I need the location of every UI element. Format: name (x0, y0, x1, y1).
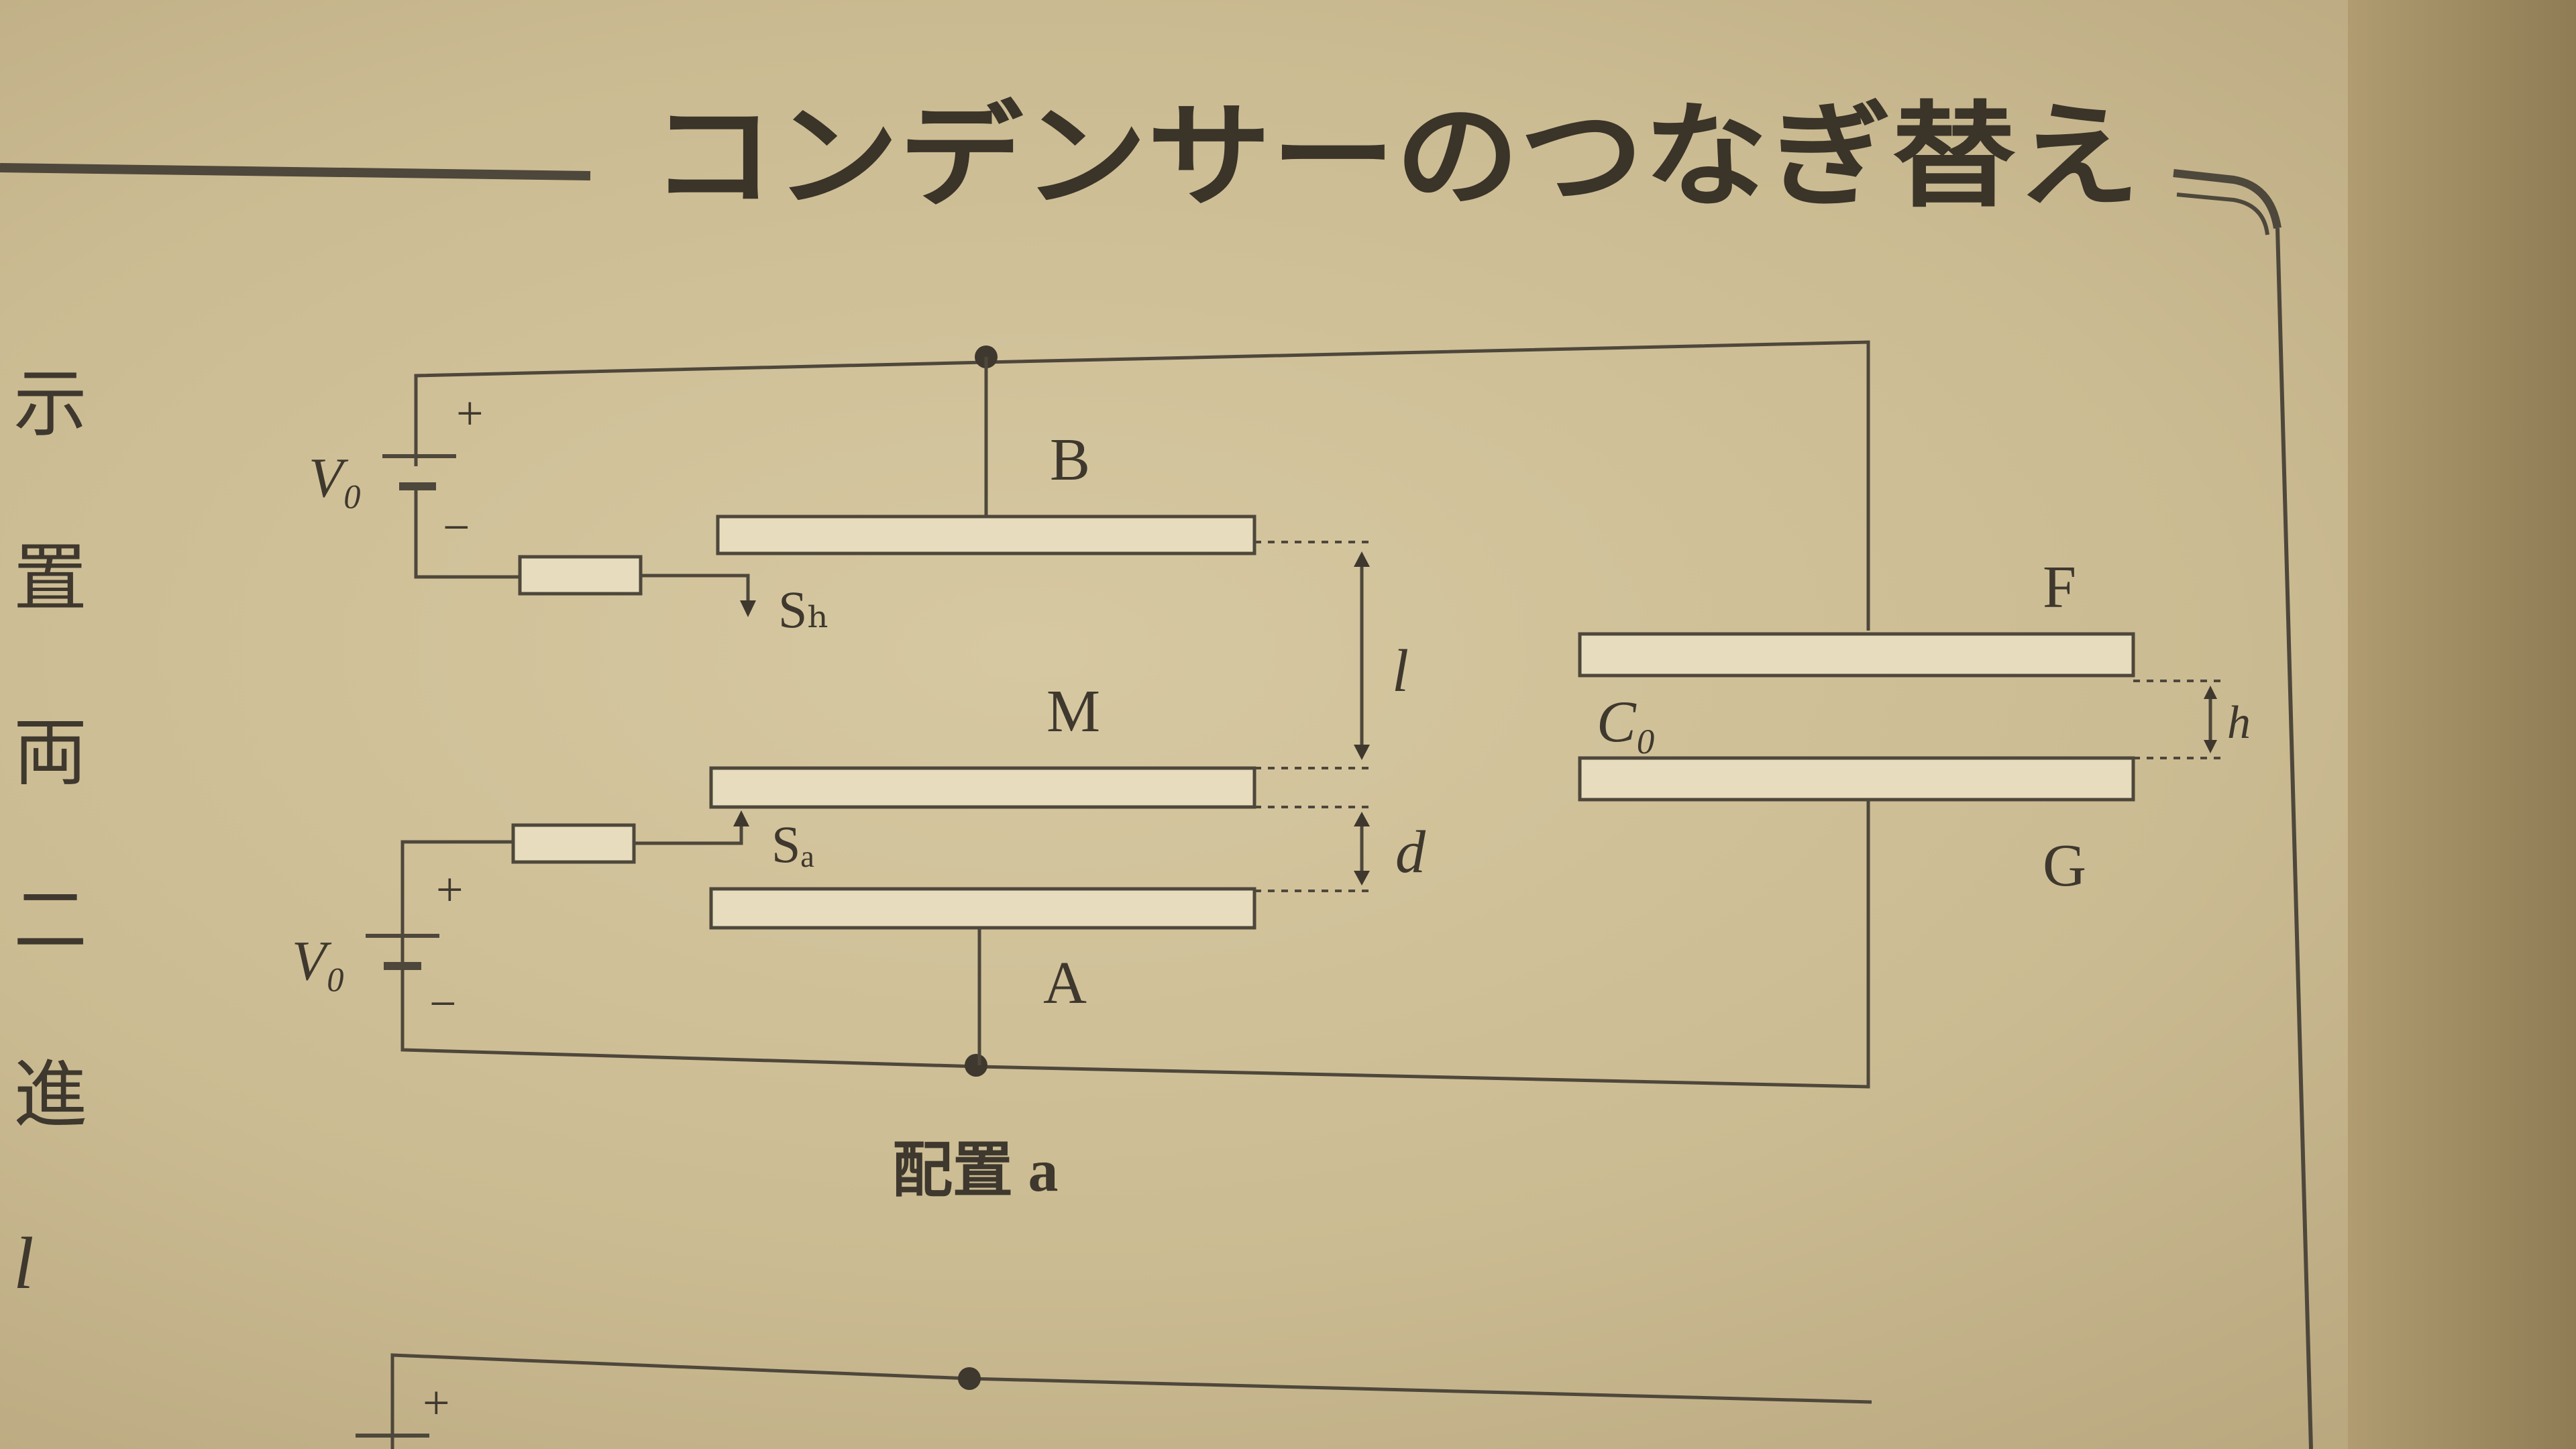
section-title: コンデンサーのつなぎ替え (651, 91, 2140, 223)
plate-g (1578, 756, 2135, 802)
switch-top-arrow-icon (740, 600, 756, 617)
dim-h-arrow-up-icon (2204, 686, 2217, 699)
battery-top-minus: − (443, 500, 470, 554)
dim-l-arrow-down-icon (1354, 745, 1370, 760)
switch-bottom-arrow-icon (733, 810, 749, 826)
battery-bottom-label: V₀ (292, 930, 346, 992)
side-text: 示 置 両 二 進 l (13, 364, 87, 1304)
next-figure-plus: + (423, 1376, 450, 1430)
header-rule-left (0, 163, 591, 180)
plate-m (709, 766, 1256, 809)
dim-l-label: l (1392, 638, 1409, 704)
switch-bottom-lead (634, 822, 743, 845)
plate-a (709, 887, 1256, 930)
plate-m-label: M (1046, 678, 1100, 745)
header-rule-right-thin (2176, 193, 2269, 235)
page-frame-line (2275, 227, 2313, 1449)
switch-bottom-label: Sₐ (771, 815, 815, 873)
dim-h-label: h (2227, 697, 2251, 749)
capacitor-label: C₀ (1597, 690, 1656, 755)
dim-l-arrow-up-icon (1354, 551, 1370, 567)
battery-bottom-minus: − (429, 977, 457, 1030)
dim-d-arrow-down-icon (1354, 871, 1370, 885)
battery-top: + − V₀ (309, 386, 523, 579)
side-char: 進 (13, 1055, 87, 1136)
side-char: 両 (13, 712, 87, 794)
plate-a-label: A (1043, 950, 1087, 1016)
dim-h-arrow-down-icon (2204, 740, 2217, 753)
plate-g-label: G (2043, 833, 2086, 899)
figure-caption: 配置 a (892, 1138, 1059, 1204)
battery-top-plus: + (456, 386, 484, 440)
plate-f (1578, 632, 2135, 678)
battery-bottom-plus: + (436, 863, 464, 916)
dim-d-label: d (1395, 819, 1426, 885)
next-figure-junction (958, 1367, 981, 1390)
side-char: 示 (13, 364, 87, 445)
bottom-junction (965, 1054, 987, 1077)
plate-b-label: B (1050, 427, 1090, 493)
battery-top-label: V₀ (309, 447, 363, 509)
resistor-bottom (511, 823, 636, 864)
side-char: l (13, 1222, 34, 1304)
dim-d-arrow-up-icon (1354, 812, 1370, 826)
next-figure-wire (390, 1353, 1872, 1449)
page-edge (2348, 0, 2576, 1449)
next-figure-partial: + (356, 1353, 1872, 1449)
plate-b (716, 515, 1256, 555)
header-rule-right (2173, 169, 2282, 229)
battery-bottom: + − V₀ (292, 840, 513, 1030)
switch-top-label: Sₕ (778, 580, 830, 639)
resistor-top (518, 555, 643, 596)
switch-top-lead (641, 574, 750, 607)
plate-f-label: F (2043, 554, 2076, 621)
side-char: 二 (13, 880, 87, 962)
side-char: 置 (13, 538, 87, 620)
